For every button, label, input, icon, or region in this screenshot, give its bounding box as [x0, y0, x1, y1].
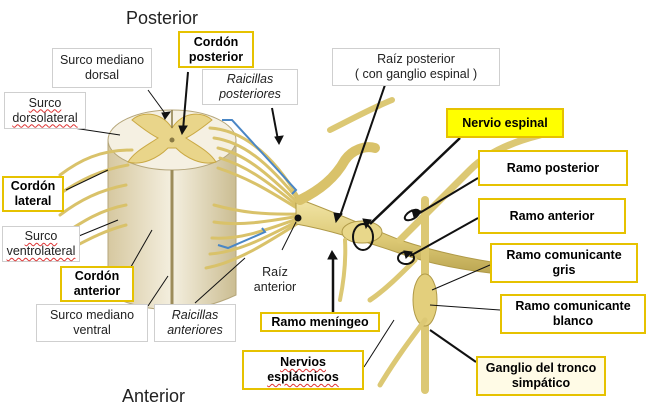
leader-lines — [59, 71, 501, 368]
label-raicillas-anteriores: Raicillas anteriores — [154, 304, 236, 342]
label-ganglio-tronco-simpatico: Ganglio del tronco simpático — [476, 356, 606, 396]
label-surco-dorsolateral: Surco dorsolateral — [4, 92, 86, 129]
label-surco-mediano-ventral: Surco mediano ventral — [36, 304, 148, 342]
spinal-cord — [107, 109, 237, 311]
heading-posterior: Posterior — [126, 8, 199, 28]
label-raicillas-posteriores: Raicillas posteriores — [202, 69, 298, 105]
label-surco-ventrolateral: Surco ventrolateral — [2, 226, 80, 262]
label-surco-mediano-dorsal: Surco mediano dorsal — [52, 48, 152, 88]
label-cordon-lateral: Cordón lateral — [2, 176, 64, 212]
label-nervios-esplacnicos: Nervios esplácnicos — [242, 350, 364, 390]
label-raiz-posterior: Raíz posterior ( con ganglio espinal ) — [332, 48, 500, 86]
label-ramo-posterior: Ramo posterior — [478, 150, 628, 186]
heading-anterior: Anterior — [122, 386, 186, 406]
label-nervio-espinal: Nervio espinal — [446, 108, 564, 138]
label-ramo-meningeo: Ramo meníngeo — [260, 312, 380, 332]
label-ramo-anterior: Ramo anterior — [478, 198, 626, 234]
label-raiz-anterior: Raíz anterior — [253, 265, 297, 294]
label-ramo-comunicante-gris: Ramo comunicante gris — [490, 243, 638, 283]
label-ramo-comunicante-blanco: Ramo comunicante blanco — [500, 294, 646, 334]
label-cordon-posterior: Cordón posterior — [178, 31, 254, 68]
rootlet-brackets — [217, 119, 298, 250]
label-cordon-anterior: Cordón anterior — [60, 266, 134, 302]
